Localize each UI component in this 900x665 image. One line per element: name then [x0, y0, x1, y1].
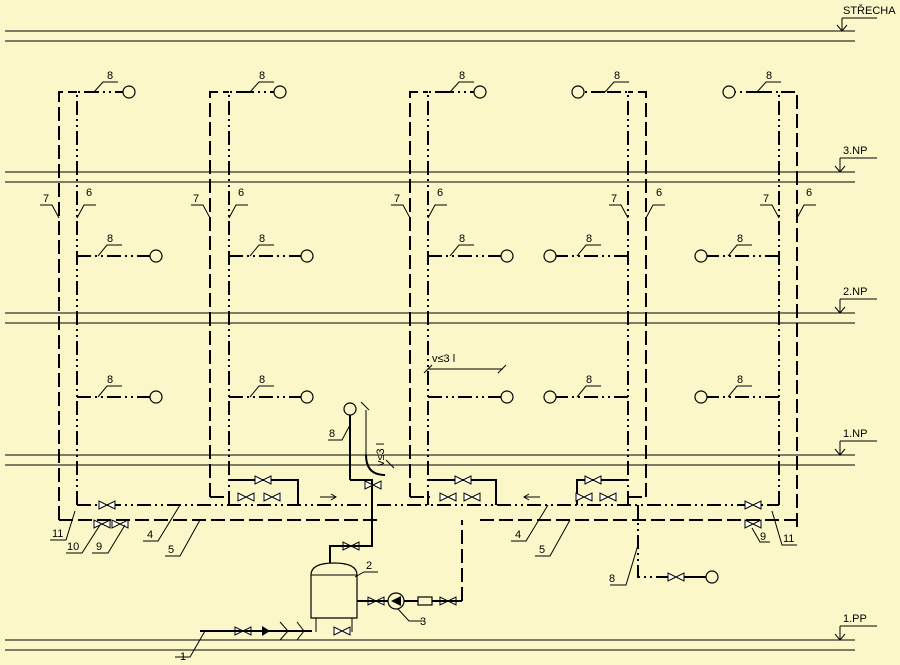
main-distribution [59, 364, 797, 521]
valve[interactable] [744, 500, 762, 510]
callout-8: 8 [459, 233, 465, 245]
valve[interactable] [237, 492, 255, 502]
valve[interactable] [111, 519, 129, 529]
fixture-outlet [149, 390, 163, 404]
callout-6: 6 [806, 187, 812, 199]
valve[interactable] [575, 492, 593, 502]
fixture-outlet [694, 390, 708, 404]
fixture-outlet [571, 85, 585, 99]
callout-8: 8 [766, 70, 772, 82]
valve[interactable] [744, 519, 762, 529]
level-strecha: STŘECHA [5, 4, 896, 42]
valve[interactable] [254, 475, 272, 485]
callout-4: 4 [147, 529, 153, 541]
callout-8: 8 [737, 233, 743, 245]
callout-5: 5 [168, 544, 174, 556]
callout-7: 7 [394, 193, 400, 205]
valve[interactable] [454, 475, 472, 485]
fixture-outlet [273, 85, 287, 99]
valve[interactable] [667, 572, 685, 582]
callout-8: 8 [586, 233, 592, 245]
fixture-outlet [694, 249, 708, 263]
valve[interactable] [439, 492, 457, 502]
callout-8: 8 [259, 233, 265, 245]
floor-levels: STŘECHA 3.NP 2.NP 1.NP [5, 4, 896, 651]
callout-5: 5 [539, 544, 545, 556]
callout-2: 2 [366, 560, 372, 572]
callout-9: 9 [760, 531, 766, 543]
fixture-outlet [722, 85, 736, 99]
level-label-3np: 3.NP [843, 145, 867, 157]
valve[interactable] [263, 492, 281, 502]
valves [93, 475, 762, 636]
fixture-outlet [300, 249, 314, 263]
level-1np: 1.NP [5, 428, 877, 466]
fixture-outlet [343, 402, 357, 416]
callout-4: 4 [515, 529, 521, 541]
fixture-outlet [300, 390, 314, 404]
callout-7: 7 [43, 193, 49, 205]
callout-3: 3 [420, 616, 426, 628]
callout-6: 6 [437, 187, 443, 199]
fixture-outlet [543, 249, 557, 263]
callout-8: 8 [107, 70, 113, 82]
level-label-strecha: STŘECHA [843, 4, 896, 17]
leader-lines [40, 81, 816, 658]
fixture-outlet [473, 85, 487, 99]
fixture-outlet [122, 85, 136, 99]
valve[interactable] [93, 519, 111, 529]
callout-6: 6 [86, 187, 92, 199]
callout-7: 7 [611, 193, 617, 205]
callout-8: 8 [737, 374, 743, 386]
callout-8: 8 [259, 70, 265, 82]
valve[interactable] [599, 492, 617, 502]
callout-6: 6 [656, 187, 662, 199]
valve[interactable] [333, 626, 351, 636]
callout-8: 8 [107, 374, 113, 386]
callouts: 8 8 8 8 8 8 8 8 8 8 8 8 8 8 8 8 7 6 7 6 … [43, 70, 812, 663]
callout-10: 10 [67, 541, 79, 553]
fixture-outlet [500, 249, 514, 263]
callout-11: 11 [783, 533, 794, 545]
callout-9: 9 [96, 541, 102, 553]
equipment [200, 505, 719, 641]
level-1pp: 1.PP [5, 613, 877, 651]
fixture-outlet [500, 390, 514, 404]
callout-8: 8 [107, 233, 113, 245]
callout-7: 7 [193, 193, 199, 205]
valve[interactable] [584, 475, 602, 485]
valve[interactable] [463, 492, 481, 502]
callout-8: 8 [586, 374, 592, 386]
callout-8: 8 [329, 428, 335, 440]
note-volume-limit: v≤3 l [432, 353, 455, 365]
fixture-outlet [149, 249, 163, 263]
valve[interactable] [98, 500, 116, 510]
level-label-1pp: 1.PP [843, 613, 867, 625]
level-2np: 2.NP [5, 286, 877, 324]
level-label-1np: 1.NP [843, 428, 867, 440]
callout-8: 8 [459, 70, 465, 82]
callout-8: 8 [259, 374, 265, 386]
fixture-outlet [705, 570, 719, 584]
callout-8: 8 [614, 70, 620, 82]
water-heater-tank[interactable] [310, 562, 358, 619]
fixture-branches [77, 85, 779, 404]
callout-1: 1 [180, 651, 186, 663]
callout-6: 6 [238, 187, 244, 199]
risers [58, 91, 798, 527]
note-volume-limit: v≤3 l [375, 443, 387, 466]
callout-7: 7 [763, 193, 769, 205]
level-label-2np: 2.NP [843, 286, 867, 298]
level-3np: 3.NP [5, 145, 877, 183]
callout-8: 8 [609, 573, 615, 585]
callout-11: 11 [52, 528, 63, 540]
valve[interactable] [364, 480, 382, 490]
fixture-outlet [543, 390, 557, 404]
